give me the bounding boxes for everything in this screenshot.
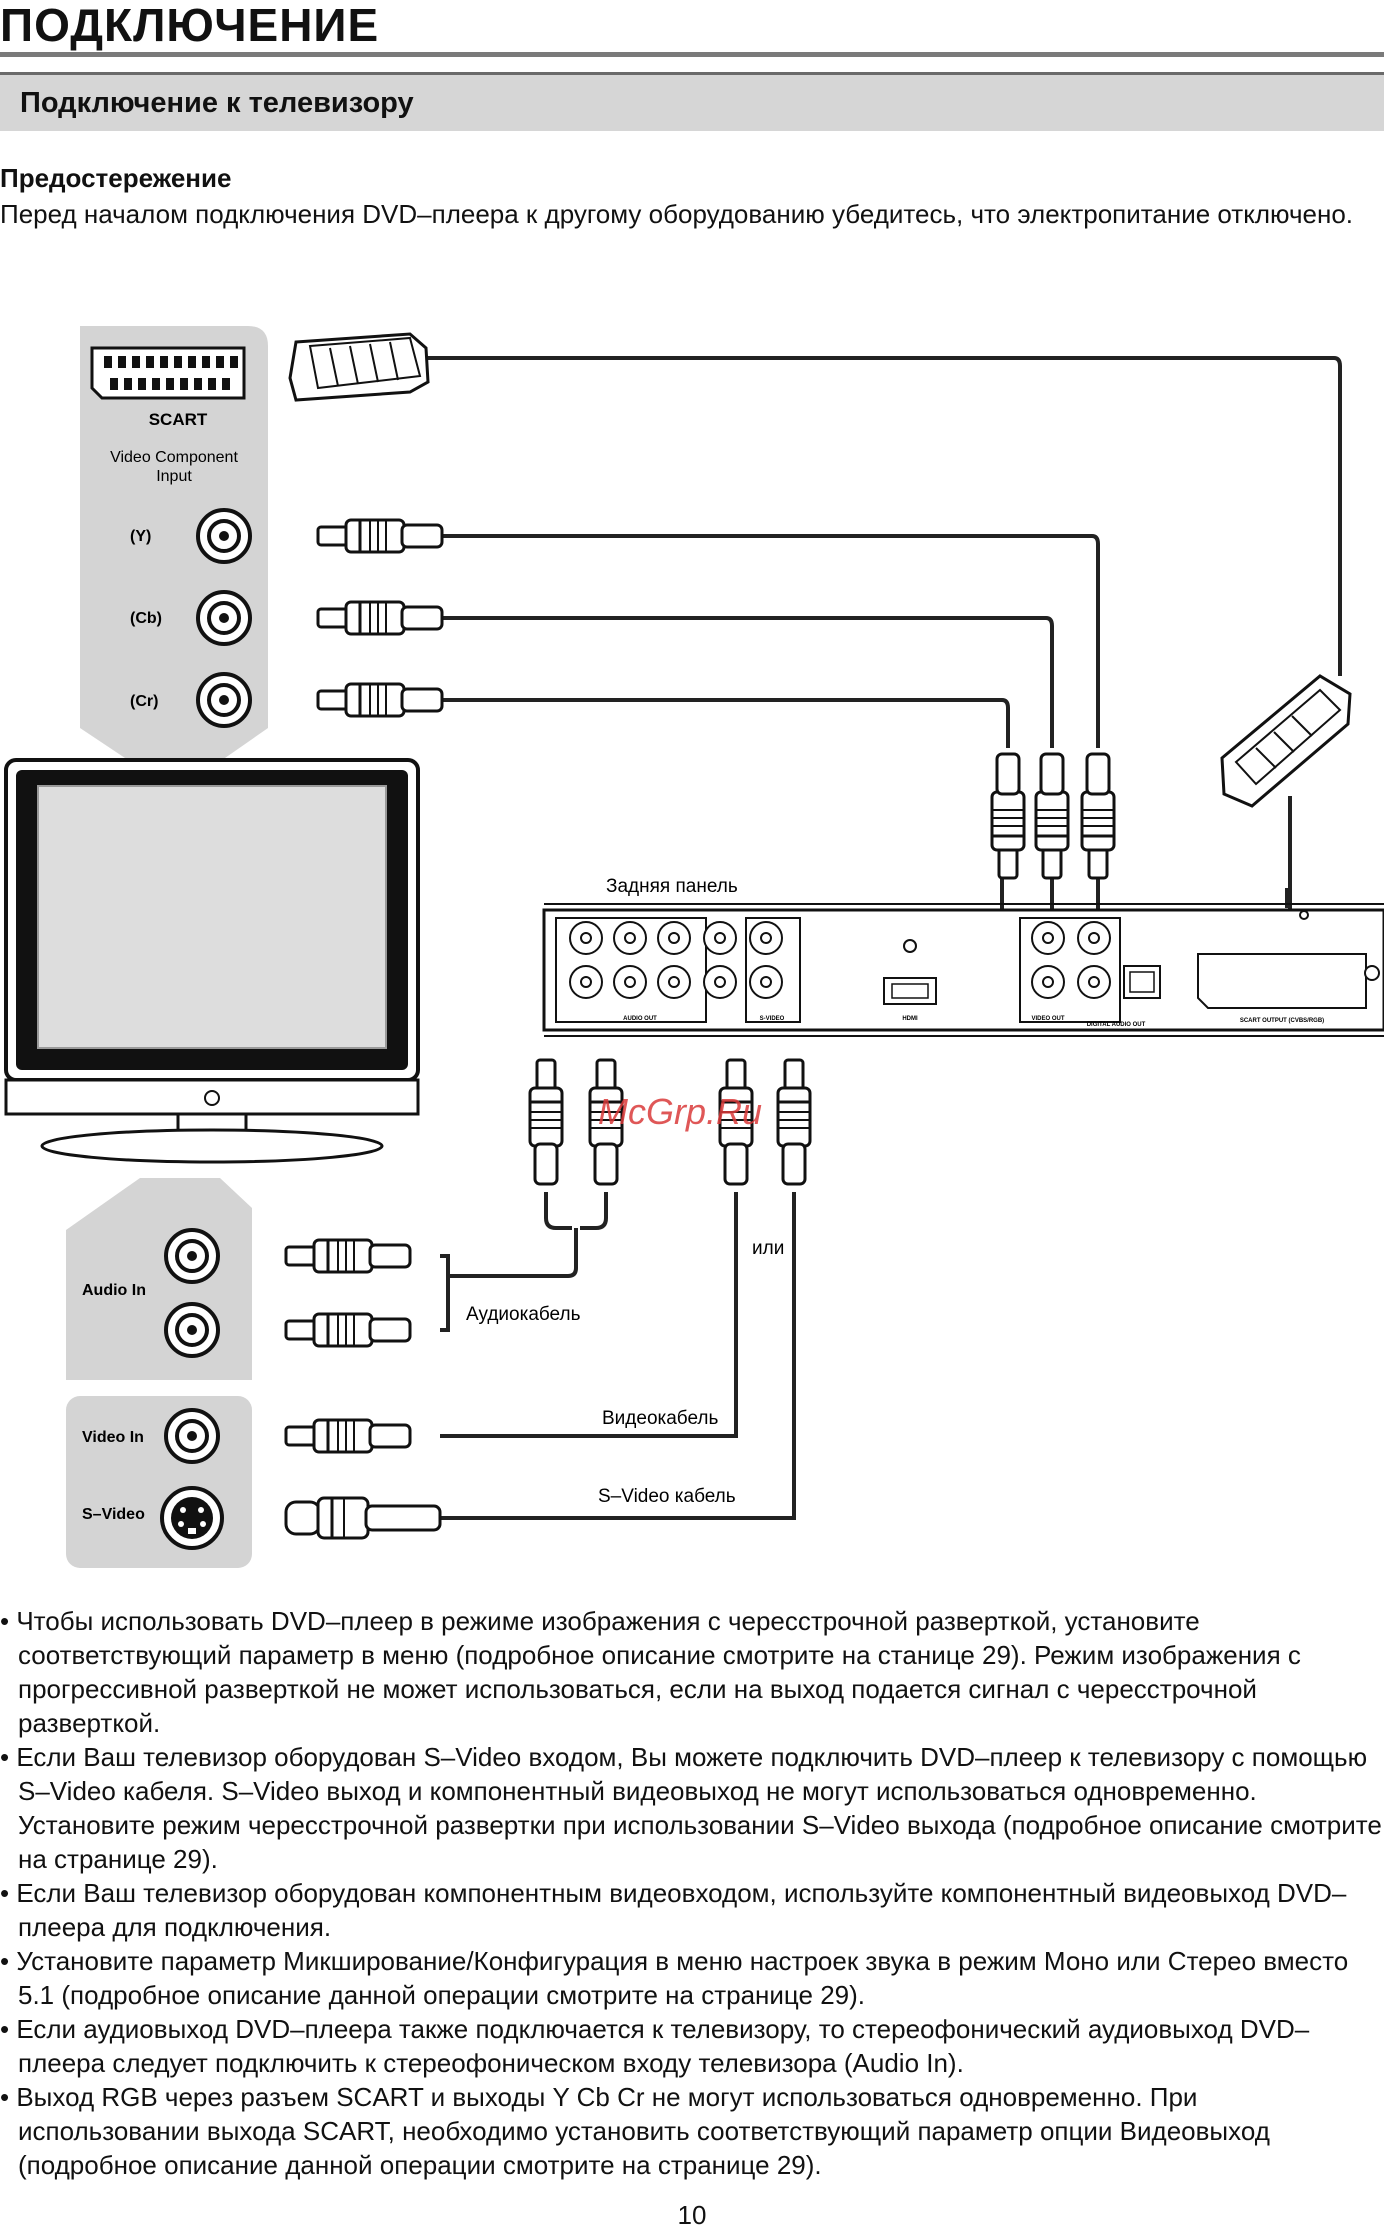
- y-label: (Y): [130, 528, 151, 545]
- page-title: ПОДКЛЮЧЕНИЕ: [0, 0, 380, 51]
- video-in-jack: [164, 1408, 220, 1464]
- notes-list: • Чтобы использовать DVD–плеер в режиме …: [0, 1604, 1384, 2182]
- rca-plug-y: [316, 518, 444, 554]
- tv-input-panel: SCART Video Component Input (Y) (Cb) (Cr…: [80, 326, 268, 758]
- cb-jack: [196, 590, 252, 646]
- player-rca-svideo: [776, 1058, 812, 1186]
- player-rca-y: [1080, 752, 1116, 880]
- audio-in-label: Audio In: [82, 1282, 146, 1299]
- note-item: • Если аудиовыход DVD–плеера также подкл…: [0, 2014, 1310, 2078]
- rca-plug-cr: [316, 682, 444, 718]
- rear-panel-label: Задняя панель: [606, 876, 738, 897]
- note-item: • Установите параметр Микширование/Конфи…: [0, 1946, 1349, 2010]
- y-jack: [196, 508, 252, 564]
- dvd-rear-panel: AUDIO OUT S-VIDEO HDMI VIDEO OUT DIGITAL…: [542, 903, 1384, 1037]
- scart-plug-top: [288, 332, 430, 402]
- audio-in-jack-l: [164, 1228, 220, 1284]
- connection-diagram: SCART Video Component Input (Y) (Cb) (Cr…: [4, 326, 1384, 1568]
- digital-audio-out-label: DIGITAL AUDIO OUT: [1087, 1022, 1146, 1028]
- svideo-cable-label: S–Video кабель: [598, 1486, 736, 1507]
- tv-video-panel: Video In S–Video: [66, 1396, 252, 1568]
- cr-label: (Cr): [130, 693, 158, 710]
- s-video-plug: [284, 1496, 442, 1540]
- video-out-label: VIDEO OUT: [1031, 1016, 1064, 1022]
- warning-text: Перед началом подключения DVD–плеера к д…: [0, 199, 1354, 229]
- note-item: • Чтобы использовать DVD–плеер в режиме …: [0, 1606, 1301, 1738]
- note-item: • Выход RGB через разъем SCART и выходы …: [0, 2082, 1270, 2180]
- component-input-label-2: Input: [156, 468, 192, 485]
- rca-plug-audio-r: [284, 1312, 412, 1348]
- cr-jack: [196, 672, 252, 728]
- video-cable-label: Видеокабель: [602, 1408, 718, 1429]
- scart-socket: [90, 346, 246, 400]
- tv-audio-panel: Audio In: [66, 1178, 252, 1380]
- rca-plug-audio-l: [284, 1238, 412, 1274]
- player-rca-audio-l: [528, 1058, 564, 1186]
- audio-cable-label: Аудиокабель: [466, 1304, 581, 1325]
- tv-illustration: [4, 758, 420, 1164]
- warning-heading: Предостережение: [0, 163, 232, 193]
- scart-label: SCART: [149, 410, 208, 429]
- s-video-label: S–Video: [82, 1506, 145, 1523]
- player-rca-cb: [1034, 752, 1070, 880]
- scart-output-label: SCART OUTPUT (CVBS/RGB): [1240, 1018, 1324, 1024]
- rca-plug-cb: [316, 600, 444, 636]
- video-in-label: Video In: [82, 1429, 144, 1446]
- rca-plug-video: [284, 1418, 412, 1454]
- player-rca-cr: [990, 752, 1026, 880]
- scart-plug-right: [1220, 674, 1352, 808]
- audio-out-label: AUDIO OUT: [623, 1016, 657, 1022]
- section-bar: Подключение к телевизору: [0, 72, 1384, 131]
- title-rule: [0, 52, 1384, 57]
- section-title: Подключение к телевизору: [20, 87, 414, 119]
- note-item: • Если Ваш телевизор оборудован компонен…: [0, 1878, 1347, 1942]
- hdmi-label: HDMI: [902, 1016, 918, 1022]
- page-number: 10: [677, 2200, 707, 2230]
- audio-in-jack-r: [164, 1302, 220, 1358]
- note-item: • Если Ваш телевизор оборудован S–Video …: [0, 1742, 1382, 1874]
- s-video-out-label: S-VIDEO: [760, 1016, 785, 1022]
- watermark: McGrp.Ru: [598, 1091, 762, 1132]
- component-input-label: Video Component: [110, 449, 238, 466]
- cb-label: (Cb): [130, 610, 162, 627]
- s-video-jack: [160, 1486, 224, 1550]
- or-label: или: [752, 1238, 784, 1259]
